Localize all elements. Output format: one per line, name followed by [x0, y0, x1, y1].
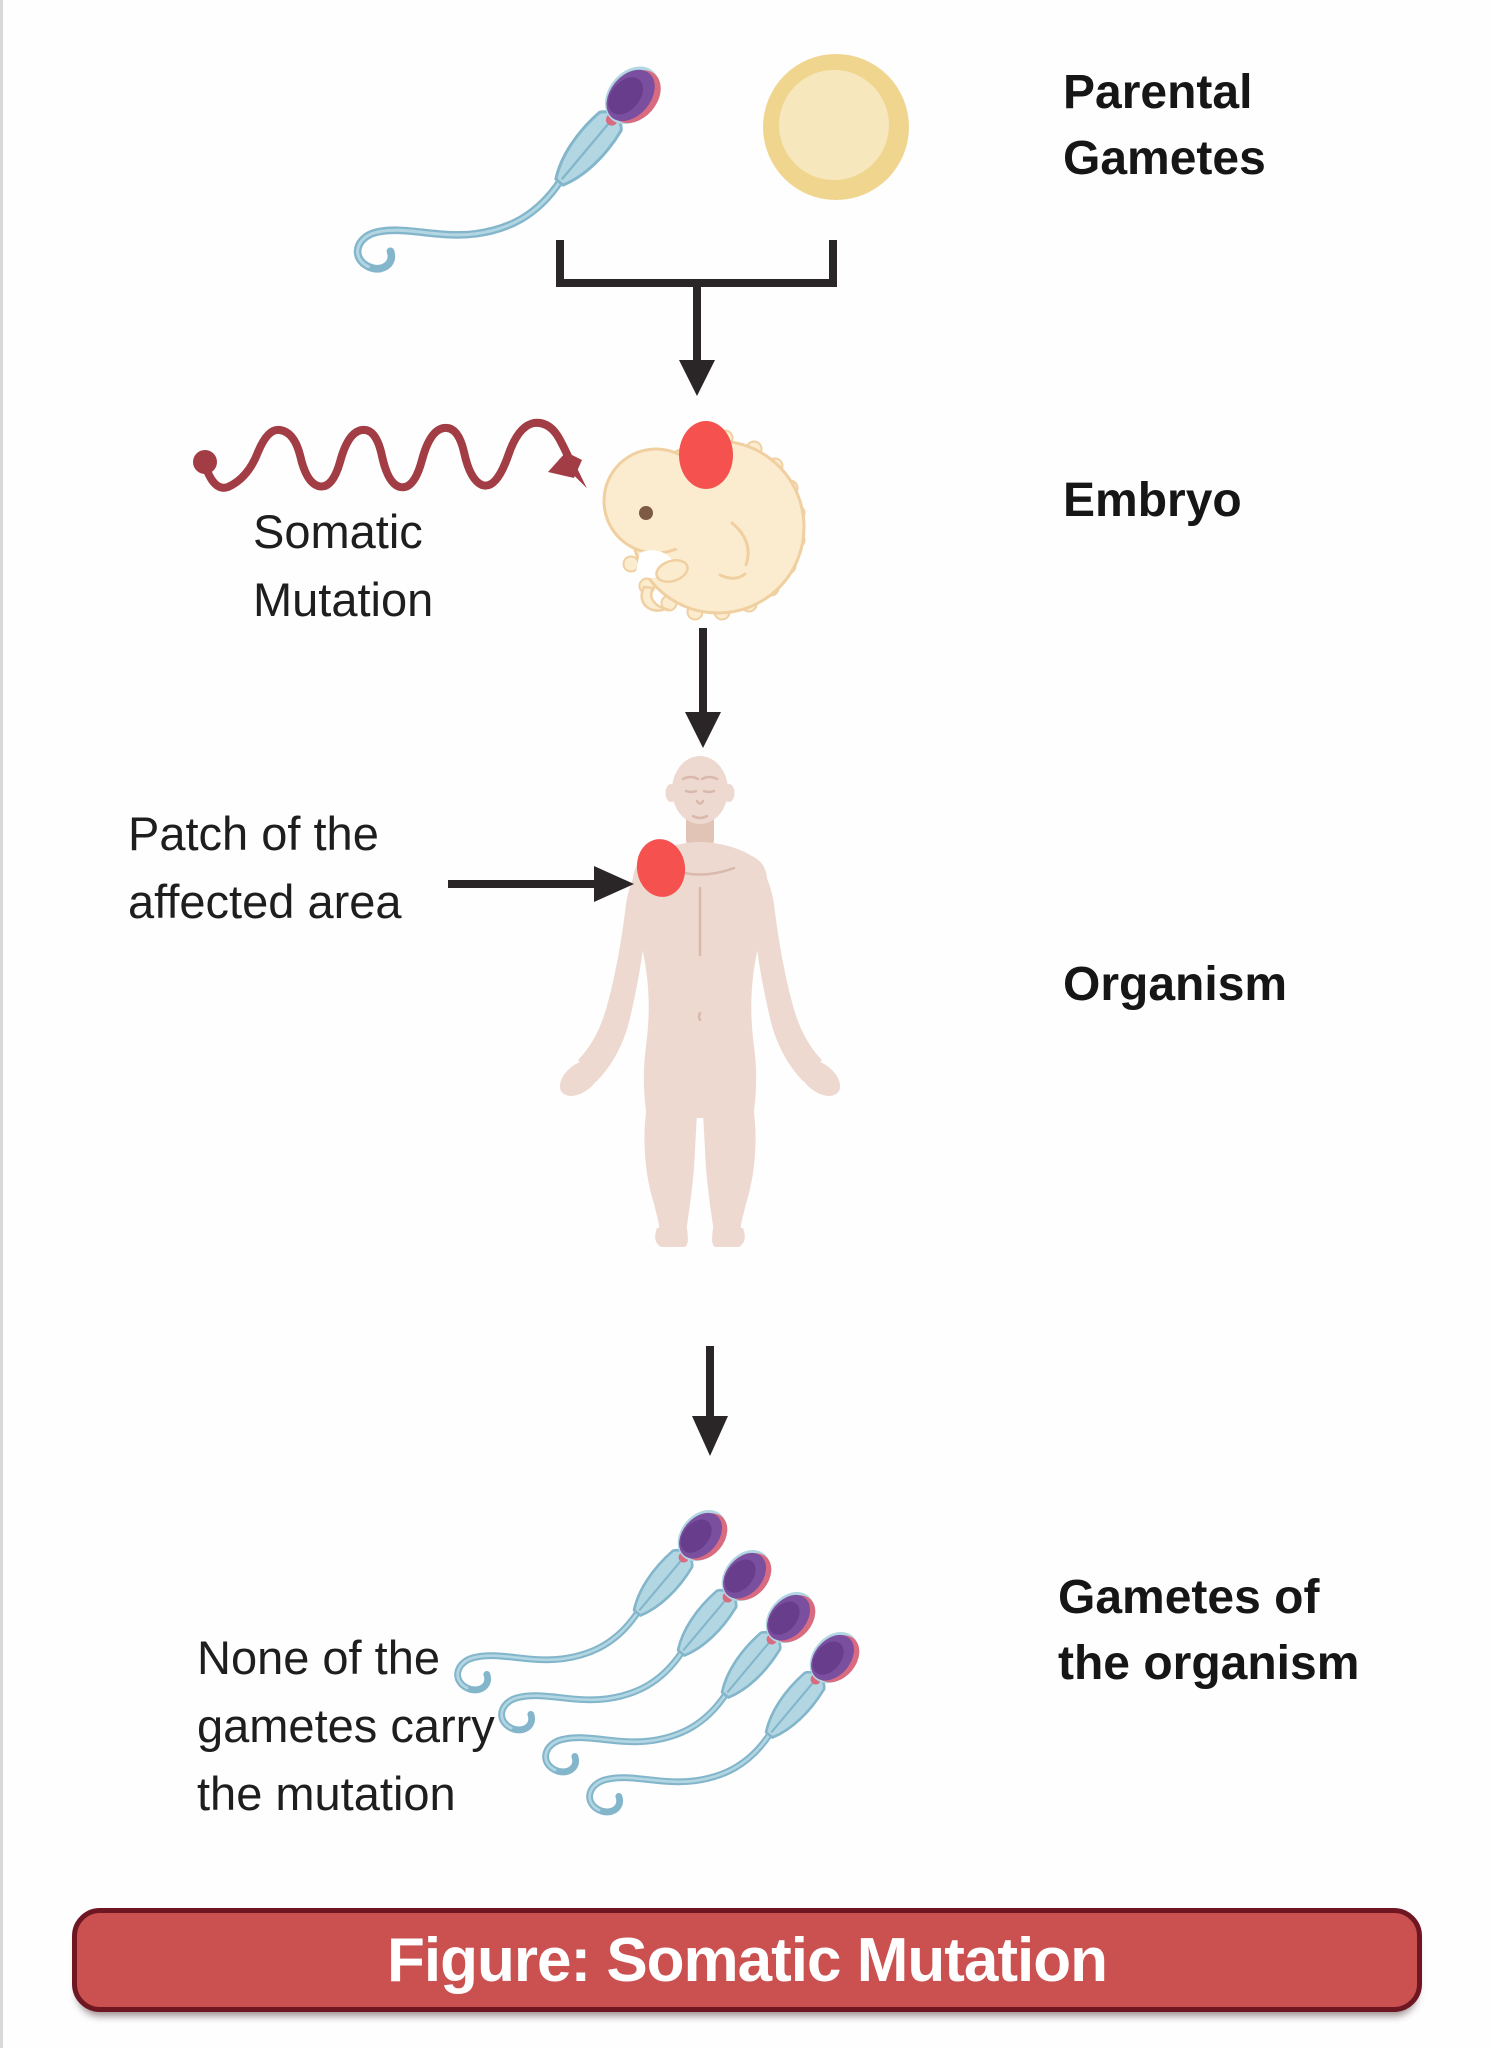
- label-patch-affected-area: Patch of the affected area: [128, 807, 402, 929]
- sperm-icon: [351, 0, 671, 342]
- figure-caption-banner: Figure: Somatic Mutation: [72, 1908, 1422, 2012]
- down-arrow: [685, 628, 721, 748]
- gamete-join-bracket: [556, 240, 837, 396]
- down-arrow: [692, 1346, 728, 1456]
- label-gametes-of-organism: Gametes of the organism: [1058, 1571, 1360, 1691]
- label-none-of-gametes: None of the gametes carry the mutation: [197, 1631, 495, 1821]
- human-figure-icon: [559, 756, 841, 1247]
- label-embryo: Embryo: [1063, 474, 1242, 527]
- gametes-sperm-group-icon: [452, 1449, 869, 1878]
- figure-caption-text: Figure: Somatic Mutation: [387, 1925, 1108, 1995]
- patch-arrow: [448, 866, 634, 902]
- mutation-patch: [636, 839, 686, 897]
- label-organism: Organism: [1063, 958, 1288, 1011]
- embryo-icon: [602, 421, 806, 621]
- label-somatic-mutation: Somatic Mutation: [253, 505, 434, 627]
- mutation-squiggle-arrow: [193, 418, 587, 492]
- egg-icon: [763, 54, 909, 200]
- page-edge-line: [0, 0, 3, 2048]
- label-parental-gametes: Parental Gametes: [1063, 66, 1266, 186]
- mutation-patch: [679, 421, 733, 489]
